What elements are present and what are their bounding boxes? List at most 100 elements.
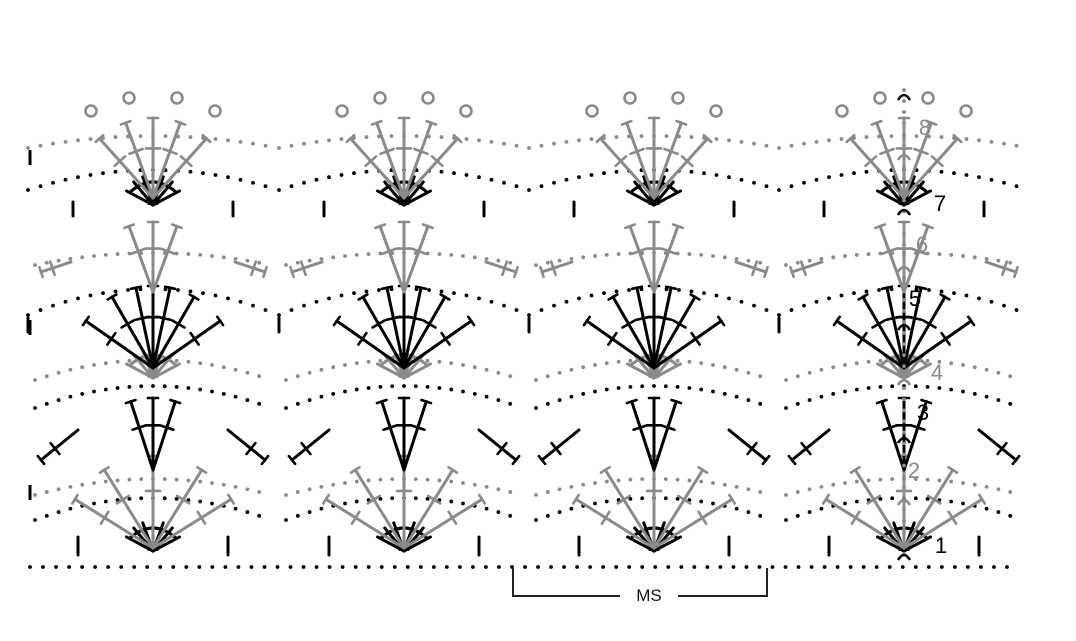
row6-side-right-bar <box>1001 260 1009 277</box>
foundation-chain-dot <box>41 565 45 569</box>
row1-chain-dot <box>925 496 930 501</box>
turn-arc-0 <box>896 553 912 561</box>
row5-chain-dot <box>677 288 681 292</box>
row6-side-right-top <box>763 265 769 279</box>
row8-chain-dot <box>364 135 369 139</box>
row3-chain-dot <box>795 401 800 406</box>
row1-chain-dot <box>245 510 250 514</box>
row2-chain-dot <box>746 487 751 492</box>
row2-chain-dot <box>210 481 214 485</box>
row7-chain-dot <box>839 173 844 177</box>
row1-chain-dot <box>343 501 347 506</box>
foundation-chain-dot <box>666 565 671 569</box>
row3-chain-dot <box>233 394 238 399</box>
row6-chain-dot <box>758 260 763 265</box>
foundation-chain-dot <box>601 565 606 569</box>
row1-chain-dot <box>484 506 489 511</box>
foundation-chain-dot <box>718 565 723 569</box>
row3-side-left-top <box>537 454 547 466</box>
row5-fan-dc-6-bar <box>690 331 701 346</box>
row2-chain-dot <box>343 481 347 485</box>
row6-chain-dot <box>484 256 489 261</box>
row8-fan-dc-4-bar <box>930 155 944 168</box>
row6-side-right-bar <box>501 260 509 277</box>
foundation-chain-dot <box>353 565 358 569</box>
row2-chain-dot <box>319 484 324 489</box>
row2-chain-dot <box>699 479 704 484</box>
foundation-chain-dot <box>67 565 71 569</box>
row1-chain-dot <box>68 506 73 511</box>
row3-chain-dot <box>972 392 977 396</box>
row6-chain-dot <box>284 263 288 267</box>
row2-chain-dot <box>198 479 203 484</box>
row7-chain-dot <box>952 171 956 176</box>
row4-chain-dot <box>984 367 989 372</box>
row2-chain-dot <box>245 487 250 492</box>
row-guide-dot <box>902 88 906 92</box>
row5-fan-dc-0 <box>335 319 406 370</box>
row8-chain-dot <box>439 135 444 139</box>
row1-chain-dot <box>127 496 132 501</box>
row3-chain-dot <box>996 398 1001 402</box>
row5-fan-dc-4-top <box>914 285 928 291</box>
row2-chain-dot <box>949 479 954 484</box>
row2-chain-dot <box>484 484 489 489</box>
row5-fan-dc-6 <box>402 319 473 370</box>
row6-side-right-top <box>1013 265 1019 279</box>
row8-fan-dc-1-top <box>370 119 383 126</box>
row5-fan-dc-4-bar <box>406 315 423 322</box>
row2-chain-dot <box>687 478 692 483</box>
row3-chain-dot <box>56 398 61 402</box>
row3-chain-dot <box>127 384 132 389</box>
row8-chain-dot <box>977 138 981 143</box>
foundation-chain-dot <box>171 565 176 569</box>
row6-fan-dc-2 <box>652 224 680 294</box>
row5-chain-dot <box>314 299 319 304</box>
row5-chain-dot <box>589 293 594 298</box>
row5-chain-dot <box>839 293 844 298</box>
row3-chain-dot <box>675 384 680 389</box>
row4-chain-dot <box>44 374 49 379</box>
row3-chain-dot <box>949 387 954 392</box>
row4-chain-dot <box>295 374 300 379</box>
row2-chain-dot <box>937 478 942 483</box>
row8-chain-dot <box>226 138 230 143</box>
row6-fan-dc-0-top <box>123 223 136 230</box>
row2-chain-dot <box>307 487 312 492</box>
repeat-label: MS <box>636 586 662 605</box>
row6-chain-dot <box>784 263 788 267</box>
row8-picot-0 <box>335 104 349 118</box>
row2-chain-dot <box>221 482 226 487</box>
row-guide-dot <box>902 99 906 103</box>
foundation-chain-dot <box>210 565 215 569</box>
row3-chain-dot <box>890 384 895 389</box>
row6-fan-dc-0-bar <box>130 247 147 255</box>
row6-chain-dot <box>831 255 836 260</box>
row7-chain-dot <box>864 169 869 174</box>
foundation-chain-dot <box>536 565 540 569</box>
row4-chain-dot <box>449 361 454 366</box>
row3-chain-dot <box>534 406 538 410</box>
row1-chain-dot <box>508 513 513 518</box>
row5-fan-dc-2-top <box>880 285 894 291</box>
row3-chain-dot <box>854 387 859 392</box>
row8-fan-dc-0-top <box>94 133 105 144</box>
row4-chain-dot <box>604 361 609 366</box>
row3-chain-dot <box>734 394 739 399</box>
row3-side-left <box>790 428 831 462</box>
row2-chain-dot <box>819 484 824 489</box>
row3-chain-dot <box>307 398 312 402</box>
row3-side-right <box>226 428 267 462</box>
row3-chain-dot <box>80 392 85 396</box>
row5-fan-dc-4-bar <box>906 315 923 322</box>
row3-side-left-top <box>787 454 797 466</box>
row3-fan-dc-0-bar <box>131 424 148 432</box>
row5-fan-dc-0-bar <box>857 331 868 346</box>
row2-fan-dc-4-top <box>227 493 235 505</box>
row3-chain-dot <box>33 406 37 410</box>
row8-fan-dc-1-bar <box>379 147 395 156</box>
row7-chain-dot <box>26 188 30 192</box>
row4-chain-dot <box>569 367 574 372</box>
row3-chain-dot <box>437 386 442 390</box>
turn-arc-4 <box>896 323 912 331</box>
